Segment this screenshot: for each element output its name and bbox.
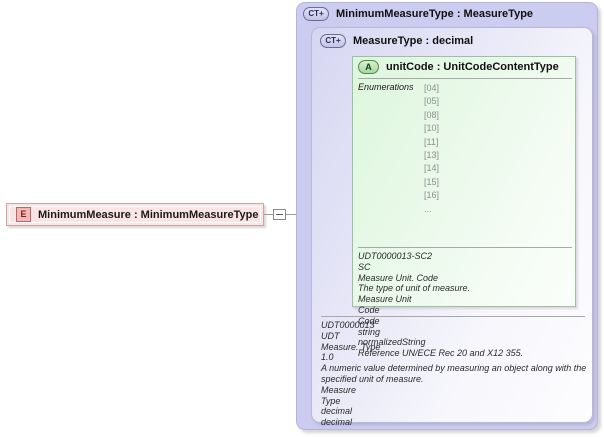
documentation-line: Measure [321,384,357,395]
attribute-divider-top [358,78,572,79]
documentation-line: string [358,326,381,337]
attribute-header: A unitCode : UnitCodeContentType [358,60,559,74]
enumeration-value: [10] [424,123,440,134]
documentation-line: decimal [321,406,353,417]
attribute-box-unitcode[interactable]: A unitCode : UnitCodeContentType Enumera… [352,56,576,358]
attribute-icon: A [358,60,379,74]
complextype-icon: CT+ [320,34,346,48]
documentation-line: UDT0000013 [321,320,375,330]
complextype-icon: CT+ [303,7,329,21]
documentation-line: Measure. Type [321,341,381,352]
enumeration-value: [08] [424,109,440,120]
documentation-line: Measure Unit [358,294,412,305]
documentation-line: Code [358,315,380,326]
enumeration-value: [15] [424,176,440,187]
documentation-line: Reference UN/ECE Rec 20 and X12 355. [358,348,524,359]
connector-line-left [264,214,273,215]
element-icon: E [16,207,31,222]
connector-line-right [286,214,296,215]
inner-type-title: MeasureType : decimal [353,35,474,47]
documentation-line: decimal [321,417,353,428]
documentation-line: Code [358,304,380,315]
enumerations-section: Enumerations [04] [05] [08] [10] [11] [13] [14… [358,82,439,216]
enumeration-value: [04] [424,83,440,93]
collapse-toggle-button[interactable] [273,209,286,220]
documentation-line: The type of unit of measure. [358,283,471,294]
documentation-line: A numeric value determined by measuring … [321,363,587,384]
documentation-line: 1.0 [321,352,334,363]
complextype-box-minimummeasuretype[interactable]: CT+ MinimumMeasureType : MeasureType CT+… [296,2,598,430]
enumeration-value: [11] [424,136,439,147]
enumeration-value: [05] [424,96,440,107]
documentation-line: Type [321,395,341,406]
inner-type-header: CT+ MeasureType : decimal [320,34,473,48]
outer-type-title: MinimumMeasureType : MeasureType [336,8,534,20]
enumeration-value: [14] [424,163,440,174]
attribute-title: unitCode : UnitCodeContentType [386,61,559,73]
documentation-line: normalizedString [358,337,426,348]
documentation-line: UDT [321,330,340,341]
enumeration-value: [16] [424,190,440,201]
inner-type-divider [321,316,585,317]
documentation-line: UDT0000013-SC2 [358,251,433,261]
element-box-minimum-measure[interactable]: E MinimumMeasure : MinimumMeasureType [6,203,264,226]
enumerations-label: Enumerations [358,82,414,92]
complextype-box-measuretype[interactable]: CT+ MeasureType : decimal A unitCode : U… [311,27,593,427]
enumeration-value: ... [424,203,432,214]
enumeration-value: [13] [424,150,440,161]
documentation-line: SC [358,261,371,272]
attribute-divider-bottom [358,247,572,248]
documentation-line: Measure Unit. Code [358,272,439,283]
enumerations-list: [04] [05] [08] [10] [11] [13] [14] [15] [16]... [424,82,439,216]
outer-type-header: CT+ MinimumMeasureType : MeasureType [303,7,533,21]
element-label: MinimumMeasure : MinimumMeasureType [38,208,259,221]
